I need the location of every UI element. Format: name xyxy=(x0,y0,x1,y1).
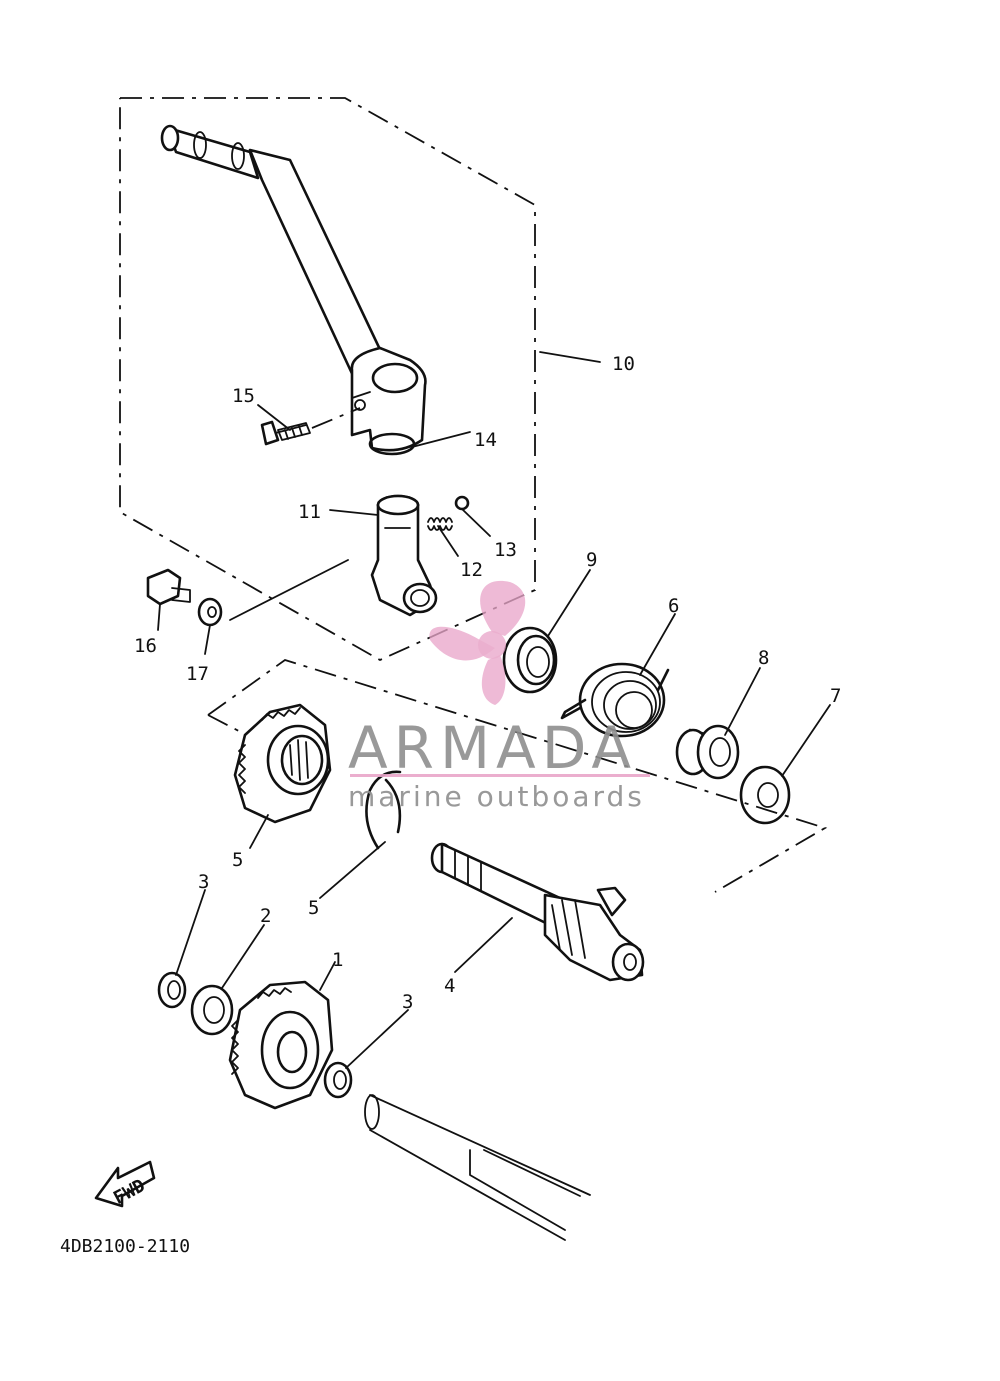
watermark-tagline: marine outboards xyxy=(348,780,645,813)
kick-crank-lever xyxy=(160,124,427,452)
callout-9: 8 xyxy=(758,647,769,669)
collar-bushing xyxy=(675,724,740,780)
callout-18: 17 xyxy=(186,663,209,685)
circlip-lower xyxy=(323,1061,353,1099)
callout-16: 15 xyxy=(232,385,255,407)
callout-1: 1 xyxy=(332,949,343,971)
torsion-spring xyxy=(560,662,670,738)
kick-boss xyxy=(370,494,438,617)
callout-11: 10 xyxy=(612,353,635,375)
main-shaft-reference xyxy=(364,1094,591,1241)
small-spring xyxy=(427,517,453,531)
steel-ball xyxy=(454,495,470,511)
fwd-arrow-icon: FWD xyxy=(94,1160,156,1209)
callout-labels: 10 15 14 11 13 12 9 6 16 17 8 7 5 5 3 2 … xyxy=(134,353,841,1013)
callout-15: 14 xyxy=(474,429,497,451)
kick-axle xyxy=(430,842,645,982)
kick-crank-assembly-outline xyxy=(119,97,536,662)
callout-8: 7 xyxy=(830,685,841,707)
callout-2: 2 xyxy=(260,905,271,927)
callout-6: 5 xyxy=(308,897,319,919)
callout-3-upper: 3 xyxy=(198,871,209,893)
idle-gear xyxy=(228,980,334,1110)
callout-3-lower: 3 xyxy=(402,991,413,1013)
oil-seal xyxy=(502,626,558,694)
callout-10: 9 xyxy=(586,549,597,571)
circlip-upper xyxy=(157,971,187,1009)
thrust-washer xyxy=(739,765,791,825)
circlip-clip xyxy=(365,770,402,850)
diagram-code: 4DB2100-2110 xyxy=(60,1236,190,1257)
callout-4: 4 xyxy=(444,975,455,997)
callout-12: 11 xyxy=(298,501,321,523)
leader-lines xyxy=(157,351,831,1069)
o-ring xyxy=(368,432,416,456)
crank-bolt xyxy=(260,407,361,446)
callout-17: 16 xyxy=(134,635,157,657)
watermark-brand: ARMADA xyxy=(348,714,637,782)
callout-5: 5 xyxy=(232,849,243,871)
kick-gear xyxy=(233,703,332,824)
propeller-logo-icon xyxy=(429,580,526,705)
armada-watermark: ARMADA marine outboards xyxy=(348,580,650,813)
callout-14: 13 xyxy=(494,539,517,561)
watermark-underline xyxy=(350,774,650,777)
gear-washer xyxy=(190,984,234,1036)
callout-13: 12 xyxy=(460,559,483,581)
callout-7: 6 xyxy=(668,595,679,617)
flange-bolt xyxy=(146,568,191,606)
